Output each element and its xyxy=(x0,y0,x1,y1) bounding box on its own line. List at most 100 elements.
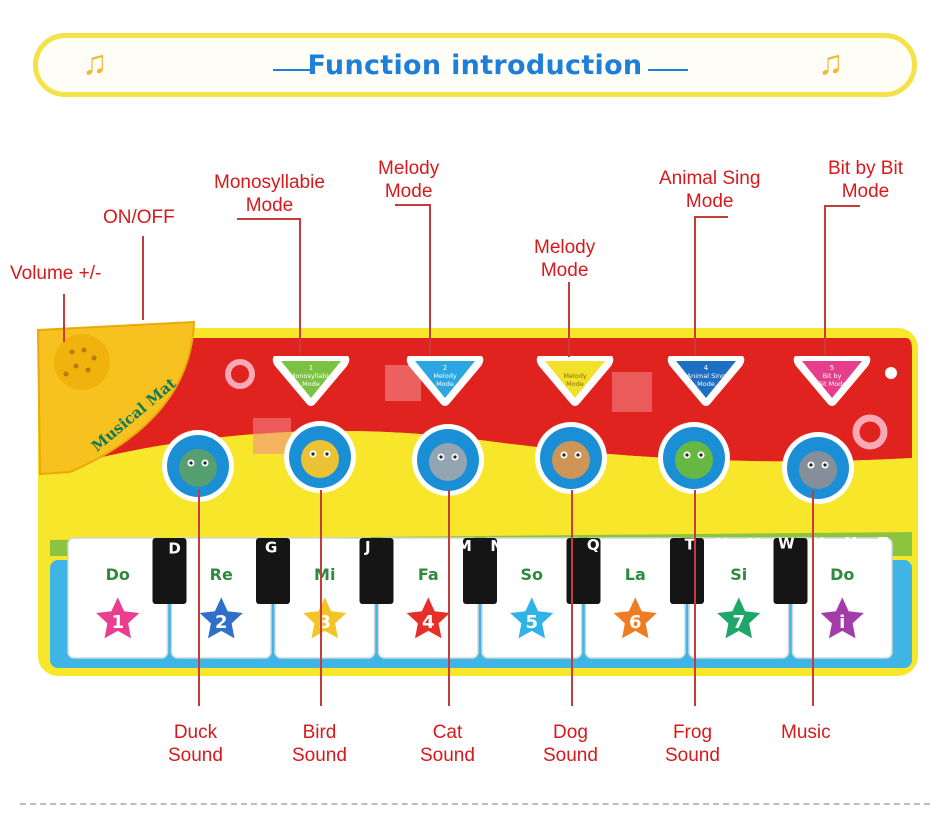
animal-pupil xyxy=(685,453,689,457)
animal-sound-button[interactable] xyxy=(284,421,356,493)
alphabet-letter: F xyxy=(234,539,244,557)
alphabet-letter: I xyxy=(333,538,339,556)
animal-pupil xyxy=(823,463,827,467)
key-star-icon xyxy=(609,592,662,643)
ring-icon xyxy=(852,414,888,450)
pixel-pattern xyxy=(253,365,652,454)
alphabet-letter: D xyxy=(168,539,180,557)
key-solfege-label: La xyxy=(625,565,646,584)
melody-leader-1 xyxy=(429,204,431,354)
volume-leader xyxy=(63,294,65,342)
key-number-label: 4 xyxy=(422,612,435,633)
mode-button-face xyxy=(415,361,475,398)
alphabet-letter: A xyxy=(72,540,84,558)
key-star-icon xyxy=(402,592,455,643)
animal-pupil xyxy=(189,461,193,465)
key-solfege-label: So xyxy=(520,565,543,584)
key-solfege-label: Fa xyxy=(418,565,439,584)
header-banner: ♫ Function introduction ♫ xyxy=(33,33,917,97)
black-key xyxy=(152,538,187,604)
mode-button-face xyxy=(802,361,862,398)
alphabet-letter: X xyxy=(813,534,825,552)
animal-pupil xyxy=(311,452,315,456)
music-note-icon: ♫ xyxy=(82,44,108,82)
alphabet-letter: E xyxy=(202,539,212,557)
alphabet-letter: L xyxy=(427,537,437,555)
mode-button-label: Monosyllabie xyxy=(290,372,332,380)
mode-button-label: Melody xyxy=(563,372,587,380)
raccoon-icon xyxy=(799,451,837,489)
key-number-label: 5 xyxy=(525,612,538,633)
alphabet-letter: R xyxy=(620,536,632,554)
alphabet-letter: P xyxy=(556,536,567,554)
mode-button-number: 5 xyxy=(830,364,834,372)
black-key xyxy=(566,538,601,604)
header-line-left xyxy=(273,69,313,71)
key-solfege-label: Do xyxy=(106,565,130,584)
animal-sound-button[interactable] xyxy=(412,424,484,496)
animal-sound-button[interactable] xyxy=(658,422,730,494)
duck-icon xyxy=(179,449,217,487)
key-star-icon xyxy=(505,592,558,643)
alphabet-letter: U xyxy=(716,535,728,553)
alphabet-letter: C xyxy=(137,540,148,558)
frog-icon xyxy=(675,441,713,479)
animal-sound-button[interactable] xyxy=(535,422,607,494)
mode-button-label: Mode xyxy=(436,380,454,388)
mode-button-label: Bit Mode xyxy=(818,380,847,388)
black-key xyxy=(773,538,808,604)
alphabet-letter: H xyxy=(297,538,310,556)
animal-pupil xyxy=(699,453,703,457)
mode-button-label: Melody xyxy=(433,372,457,380)
footer-divider xyxy=(20,803,930,805)
animal-sound-button[interactable] xyxy=(162,430,234,502)
key-star-icon xyxy=(712,592,765,643)
animal-sing-leader xyxy=(694,216,696,356)
key-solfege-label: Re xyxy=(210,565,233,584)
mode-button-face xyxy=(281,361,341,398)
key-solfege-label: Do xyxy=(830,565,854,584)
alphabet-letter: S xyxy=(652,536,663,554)
mode-button-number: 1 xyxy=(309,364,313,372)
key-solfege-label: Si xyxy=(730,565,747,584)
mode-button-label: Mode xyxy=(302,380,320,388)
key-star-icon xyxy=(816,592,869,643)
key-number-label: i xyxy=(839,612,845,633)
key-number-label: 1 xyxy=(111,612,124,633)
key-number-label: 7 xyxy=(732,612,745,633)
speaker-grille xyxy=(54,334,110,390)
mode-button-face xyxy=(545,361,605,398)
music-label: Music xyxy=(781,722,831,743)
monosyllabic-leader xyxy=(299,218,301,353)
alphabet-letter: O xyxy=(522,537,535,555)
frog-leader xyxy=(694,490,696,706)
alphabet-letter: W xyxy=(778,535,795,553)
dog-leader xyxy=(571,490,573,706)
key-solfege-label: Mi xyxy=(314,565,335,584)
black-key xyxy=(359,538,394,604)
alphabet-letter: V xyxy=(748,535,760,553)
key-star-icon xyxy=(298,592,351,643)
page-title: Function introduction xyxy=(307,50,643,81)
bird-icon xyxy=(301,440,339,478)
bird-leader xyxy=(320,490,322,706)
mode-button-label: Mode xyxy=(566,380,584,388)
mode-button-number: 2 xyxy=(443,364,447,372)
alphabet-letter: Q xyxy=(587,536,600,554)
melody-leader-2 xyxy=(568,282,570,357)
dog-icon xyxy=(552,441,590,479)
animal-pupil xyxy=(809,463,813,467)
alphabet-letter: Y xyxy=(844,534,857,552)
cat-leader xyxy=(448,490,450,706)
animal-sound-button[interactable] xyxy=(782,432,854,504)
alphabet-letter: M xyxy=(457,537,472,555)
